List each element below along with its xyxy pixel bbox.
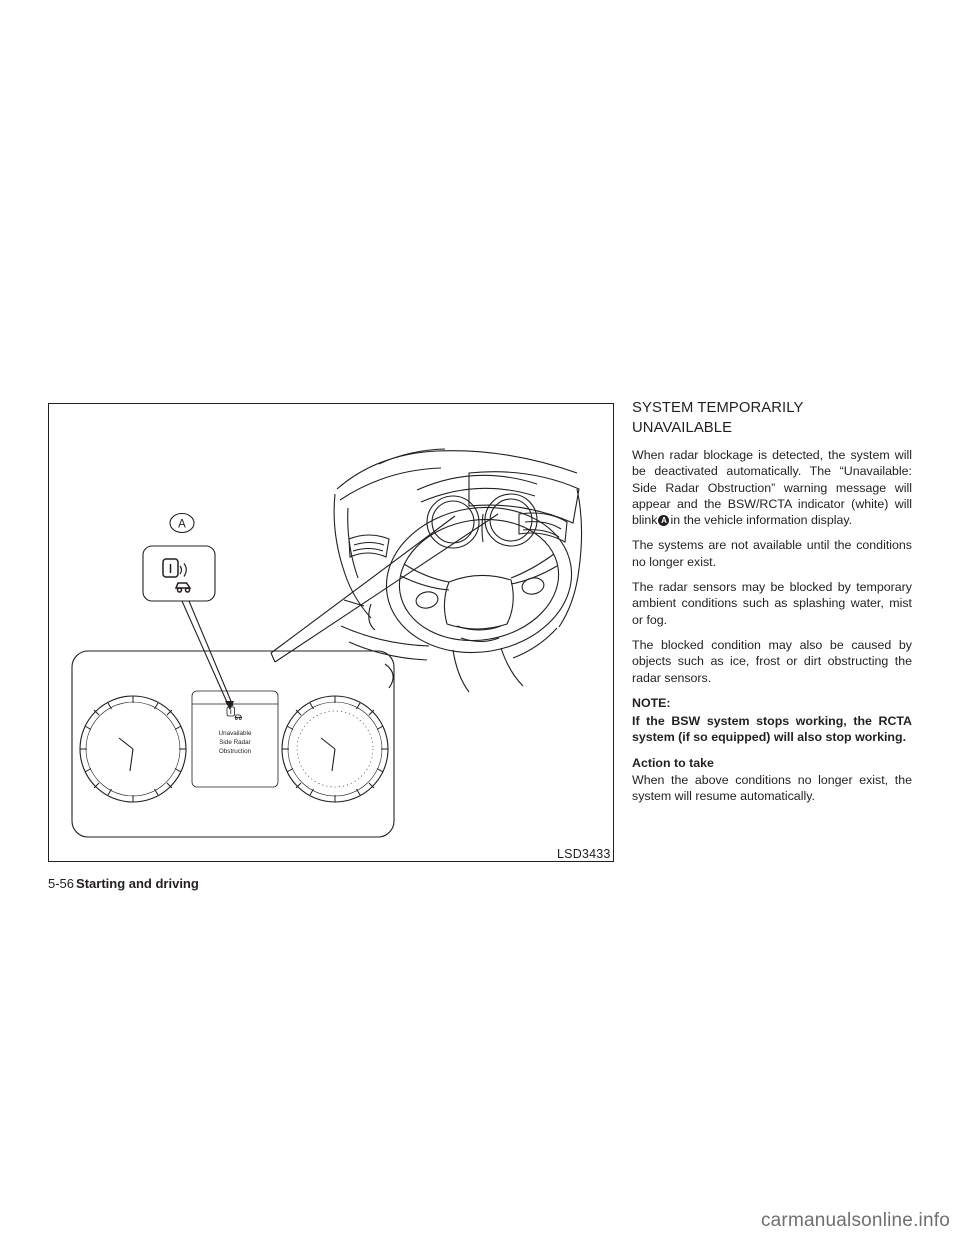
paragraph-radar-blockage: When radar blockage is detected, the sys… (632, 447, 912, 528)
steering-wheel-rim (385, 506, 573, 654)
note-body: If the BSW system stops working, the RCT… (632, 714, 912, 745)
vehicle-information-display (191, 690, 279, 788)
svg-text:A: A (178, 519, 186, 531)
indicator-a-icon: A (658, 515, 670, 527)
paragraph-radar-blockage-tail: in the vehicle information display. (670, 513, 853, 528)
cluster-outline (71, 650, 395, 838)
section-heading-line2: UNAVAILABLE (632, 420, 733, 436)
figure-illustration: Unavailable Side Radar Obstruction A (71, 448, 583, 838)
figure-panel: Unavailable Side Radar Obstruction A (48, 403, 614, 862)
callout-marker-a: A (169, 512, 195, 534)
paragraph-radar-blockage-text: When radar blockage is detected, the sys… (632, 448, 912, 528)
enlarged-bsw-icon (162, 558, 192, 593)
steering-wheel-hub (443, 574, 514, 630)
paragraph-systems-unavailable: The systems are not available until the … (632, 538, 912, 569)
action-to-take-heading: Action to take (632, 755, 714, 770)
section-heading-line1: SYSTEM TEMPORARILY (632, 400, 804, 416)
display-message-line-3: Obstruction (219, 748, 252, 755)
note-label: NOTE: (632, 695, 671, 710)
site-watermark: carmanualsonline.info (760, 1210, 950, 1231)
paragraph-blocked-objects: The blocked condition may also be caused… (632, 637, 912, 685)
action-to-take-body: When the above conditions no longer exis… (632, 773, 912, 804)
section-heading: SYSTEM TEMPORARILY UNAVAILABLE (632, 398, 912, 438)
display-message-line-2: Side Radar (219, 739, 251, 746)
figure-code: LSD3433 (556, 847, 612, 861)
cluster-bsw-icon (226, 706, 243, 720)
page-number: 5-56 (48, 876, 75, 891)
display-message-line-1: Unavailable (219, 730, 252, 737)
footer-section-title: Starting and driving (76, 876, 199, 891)
article-text-column: SYSTEM TEMPORARILY UNAVAILABLE When rada… (632, 398, 912, 805)
callout-box (142, 545, 216, 602)
paragraph-ambient-conditions: The radar sensors may be blocked by temp… (632, 580, 912, 627)
dashboard-artwork (333, 448, 583, 693)
